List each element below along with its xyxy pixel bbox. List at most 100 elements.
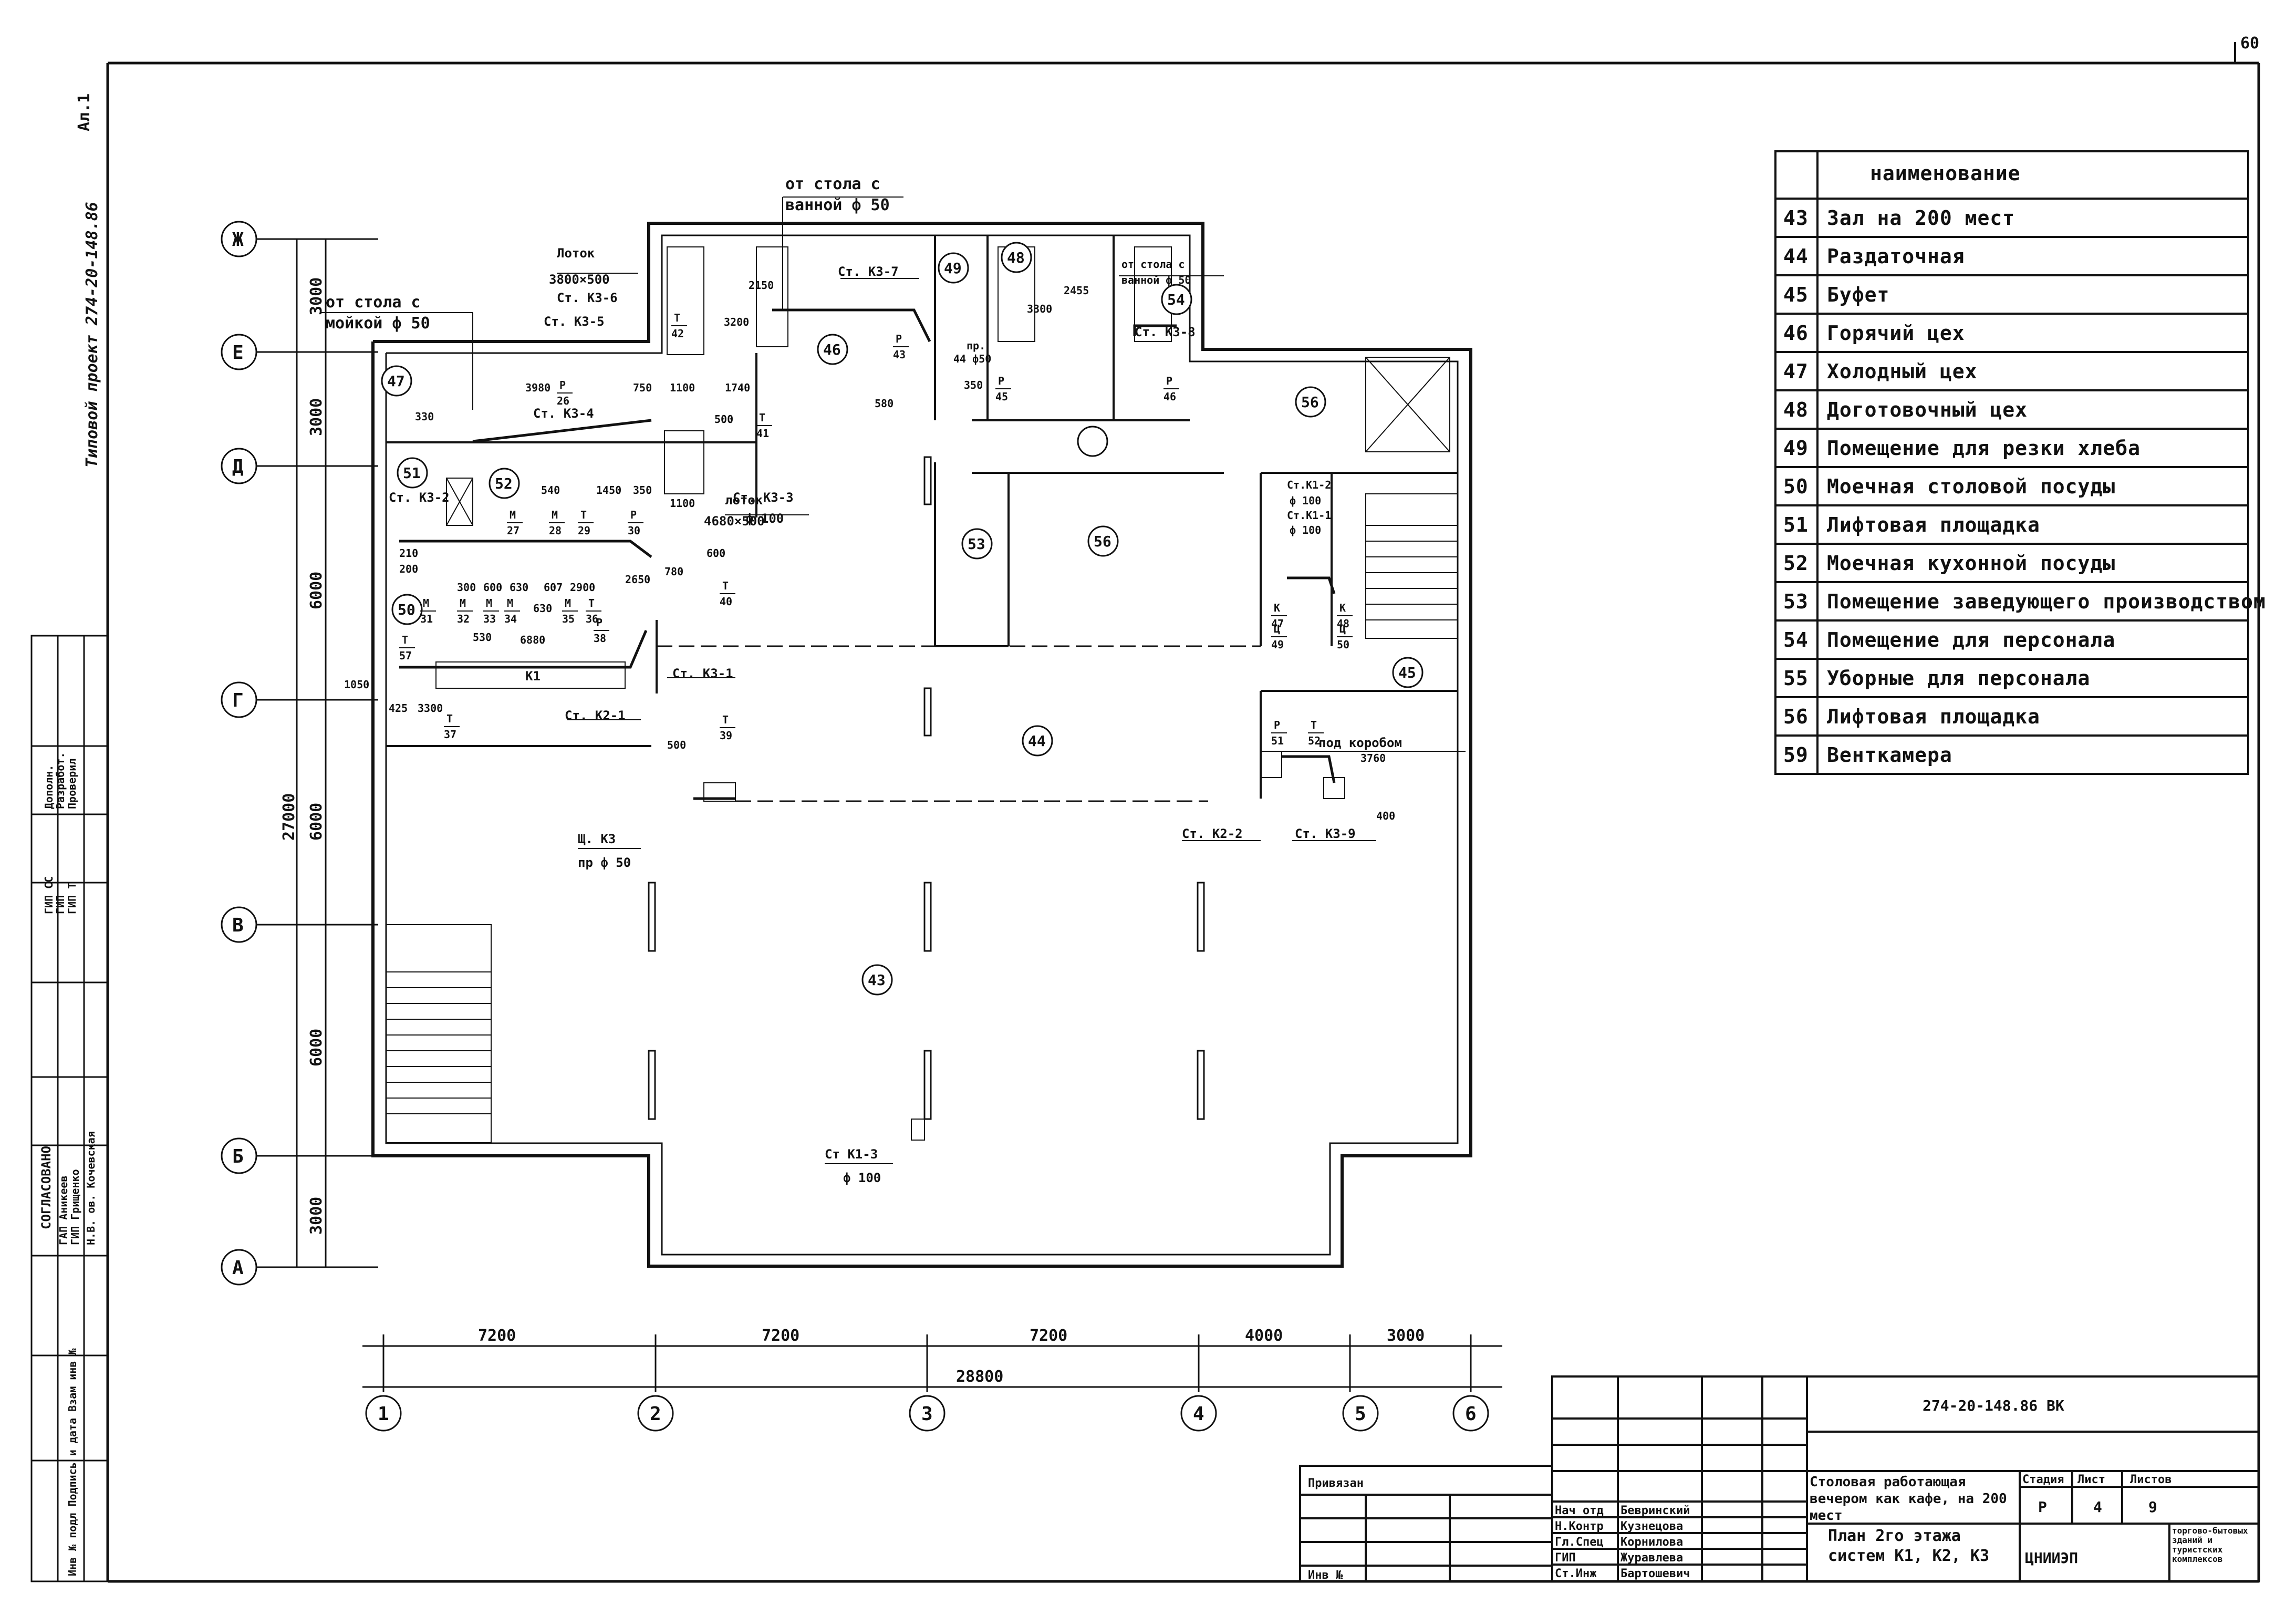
dim-v-4: 6000	[307, 803, 326, 841]
legend-num-1: 43	[1783, 206, 1809, 230]
frac-t29-top: Т	[580, 509, 587, 521]
frac-m34-top: М	[507, 597, 513, 609]
stamp-role-3: Проверил	[66, 759, 78, 809]
frac-r38-bot: 38	[594, 632, 606, 645]
frac-c49-top: Ц	[1274, 623, 1280, 635]
staff-role-2: Н.Контр	[1555, 1520, 1604, 1533]
frac-r43-bot: 43	[893, 348, 906, 361]
legend-name-12: Помещение для персонала	[1827, 628, 2115, 651]
object-title: Столовая работающая вечером как кафе, на…	[1810, 1474, 2007, 1524]
stamp-gip-1: ГИП СС	[43, 876, 55, 914]
staff-name-4: Журавлева	[1620, 1551, 1683, 1565]
note-st-k3-3: Ст. К3-3	[733, 490, 794, 505]
dim-i-2650: 2650	[625, 573, 650, 586]
stage-label: Стадия	[2022, 1473, 2064, 1486]
project-reference: Типовой проект 274-20-148.86	[83, 202, 101, 468]
frac-t41-bot: 41	[756, 427, 769, 440]
frac-t40-top: Т	[722, 579, 729, 592]
staff-name-3: Корнилова	[1620, 1536, 1683, 1549]
frac-t37-top: Т	[446, 712, 453, 725]
left-stamp	[30, 635, 109, 1582]
stamp-agreed-row-3: Н.В. ов. Кочевская	[85, 1131, 97, 1245]
room-49: 49	[944, 260, 962, 277]
frac-r51-bot: 51	[1271, 734, 1284, 747]
legend-num-11: 53	[1783, 590, 1809, 613]
room-56b: 56	[1094, 533, 1111, 550]
frac-t29-bot: 29	[578, 524, 590, 537]
dim-i-780: 780	[664, 565, 683, 578]
letter-axes	[221, 221, 378, 1286]
stamp-role-2: Разработ.	[54, 752, 67, 809]
dim-v-6: 3000	[307, 1197, 326, 1235]
dim-i-330: 330	[415, 410, 434, 423]
frac-m27-top: М	[510, 509, 516, 521]
dim-i-1740: 1740	[725, 381, 750, 394]
legend-num-5: 47	[1783, 360, 1809, 383]
leader-lines	[320, 196, 1466, 1164]
dim-i-425: 425	[389, 702, 408, 715]
frac-t42-top: Т	[674, 312, 680, 324]
stamp-role-1: Дополн.	[43, 765, 55, 809]
note-lotok-2-size: 4680×500	[704, 514, 765, 529]
inv-label: Инв №	[1308, 1569, 1343, 1582]
dim-h-2: 7200	[762, 1327, 799, 1345]
dim-h-total: 28800	[956, 1368, 1003, 1386]
room-markers	[381, 242, 1424, 996]
legend-num-9: 51	[1783, 513, 1809, 536]
legend-name-8: Моечная столовой посуды	[1827, 475, 2115, 498]
sheets-value: 9	[2148, 1498, 2157, 1516]
legend-num-2: 44	[1783, 245, 1809, 268]
note-st-k2-2: Ст. К2-2	[1182, 826, 1243, 841]
dim-i-1450: 1450	[596, 484, 621, 496]
sheet-frame	[106, 42, 2260, 1583]
frac-t42-bot: 42	[671, 327, 684, 340]
org-desc: торгово-бытовых зданий и туристских комп…	[2172, 1526, 2248, 1564]
note-shch-k3-pr: пр ф 50	[578, 855, 631, 870]
frac-m34-bot: 34	[504, 613, 517, 625]
object-title-box: Столовая работающая вечером как кафе, на…	[1810, 1474, 2007, 1524]
note-st-k1-2: Ст.К1-2	[1287, 479, 1331, 491]
frac-t57-top: Т	[402, 634, 408, 646]
note-p44: 44 ф50	[953, 353, 991, 365]
title-block	[1299, 1375, 2260, 1582]
dim-i-600: 600	[707, 547, 725, 560]
note-vannoi-3: ванной ф 50	[1121, 274, 1191, 286]
frac-r51-top: Р	[1274, 719, 1280, 731]
staff-role-5: Ст.Инж	[1555, 1567, 1597, 1580]
staff-name-2: Кузнецова	[1620, 1520, 1683, 1533]
frac-t39-top: Т	[722, 713, 729, 726]
legend-name-6: Доготовочный цех	[1827, 398, 2028, 421]
frac-r43-top: Р	[896, 333, 902, 345]
note-k1: К1	[525, 669, 541, 684]
note-shch-k3: Щ. К3	[578, 832, 616, 846]
frac-r46-bot: 46	[1163, 390, 1176, 403]
note-vannoi: ванной ф 50	[785, 196, 890, 214]
stamp-agreed-title: СОГЛАСОВАНО	[39, 1146, 54, 1229]
dim-i-3760: 3760	[1360, 752, 1386, 764]
legend-num-7: 49	[1783, 437, 1809, 460]
room-46: 46	[823, 341, 841, 358]
legend-name-7: Помещение для резки хлеба	[1827, 437, 2141, 460]
axis-b: Б	[232, 1146, 244, 1167]
org-name: ЦНИИЭП	[2025, 1549, 2078, 1567]
staff-name-1: Бевринский	[1620, 1504, 1690, 1517]
dim-i-1050: 1050	[344, 678, 369, 691]
frac-r26-bot: 26	[557, 395, 569, 407]
note-st-k3-9: Ст. К3-9	[1295, 826, 1356, 841]
note-st-k1-1-dia: ф 100	[1290, 524, 1321, 536]
note-ot-stola-3: от стола с	[1121, 258, 1185, 271]
room-50: 50	[398, 601, 415, 618]
dim-i-1100: 1100	[670, 381, 695, 394]
note-st-k3-1: Ст. К3-1	[672, 666, 733, 681]
note-st-k1-3-dia: ф 100	[843, 1171, 881, 1185]
staff-role-1: Нач отд	[1555, 1504, 1604, 1517]
staff-name-5: Бартошевич	[1620, 1567, 1690, 1580]
note-pod-korobom: под коробом	[1318, 736, 1402, 750]
dim-h-1: 7200	[478, 1327, 516, 1345]
stamp-agreed-row-1: ГАП Аникеев	[57, 1176, 70, 1245]
org-desc-box: торгово-бытовых зданий и туристских комп…	[2172, 1526, 2248, 1564]
frac-m35-top: М	[565, 597, 571, 609]
axis-3: 3	[921, 1403, 933, 1425]
axis-zh: Ж	[232, 229, 244, 251]
